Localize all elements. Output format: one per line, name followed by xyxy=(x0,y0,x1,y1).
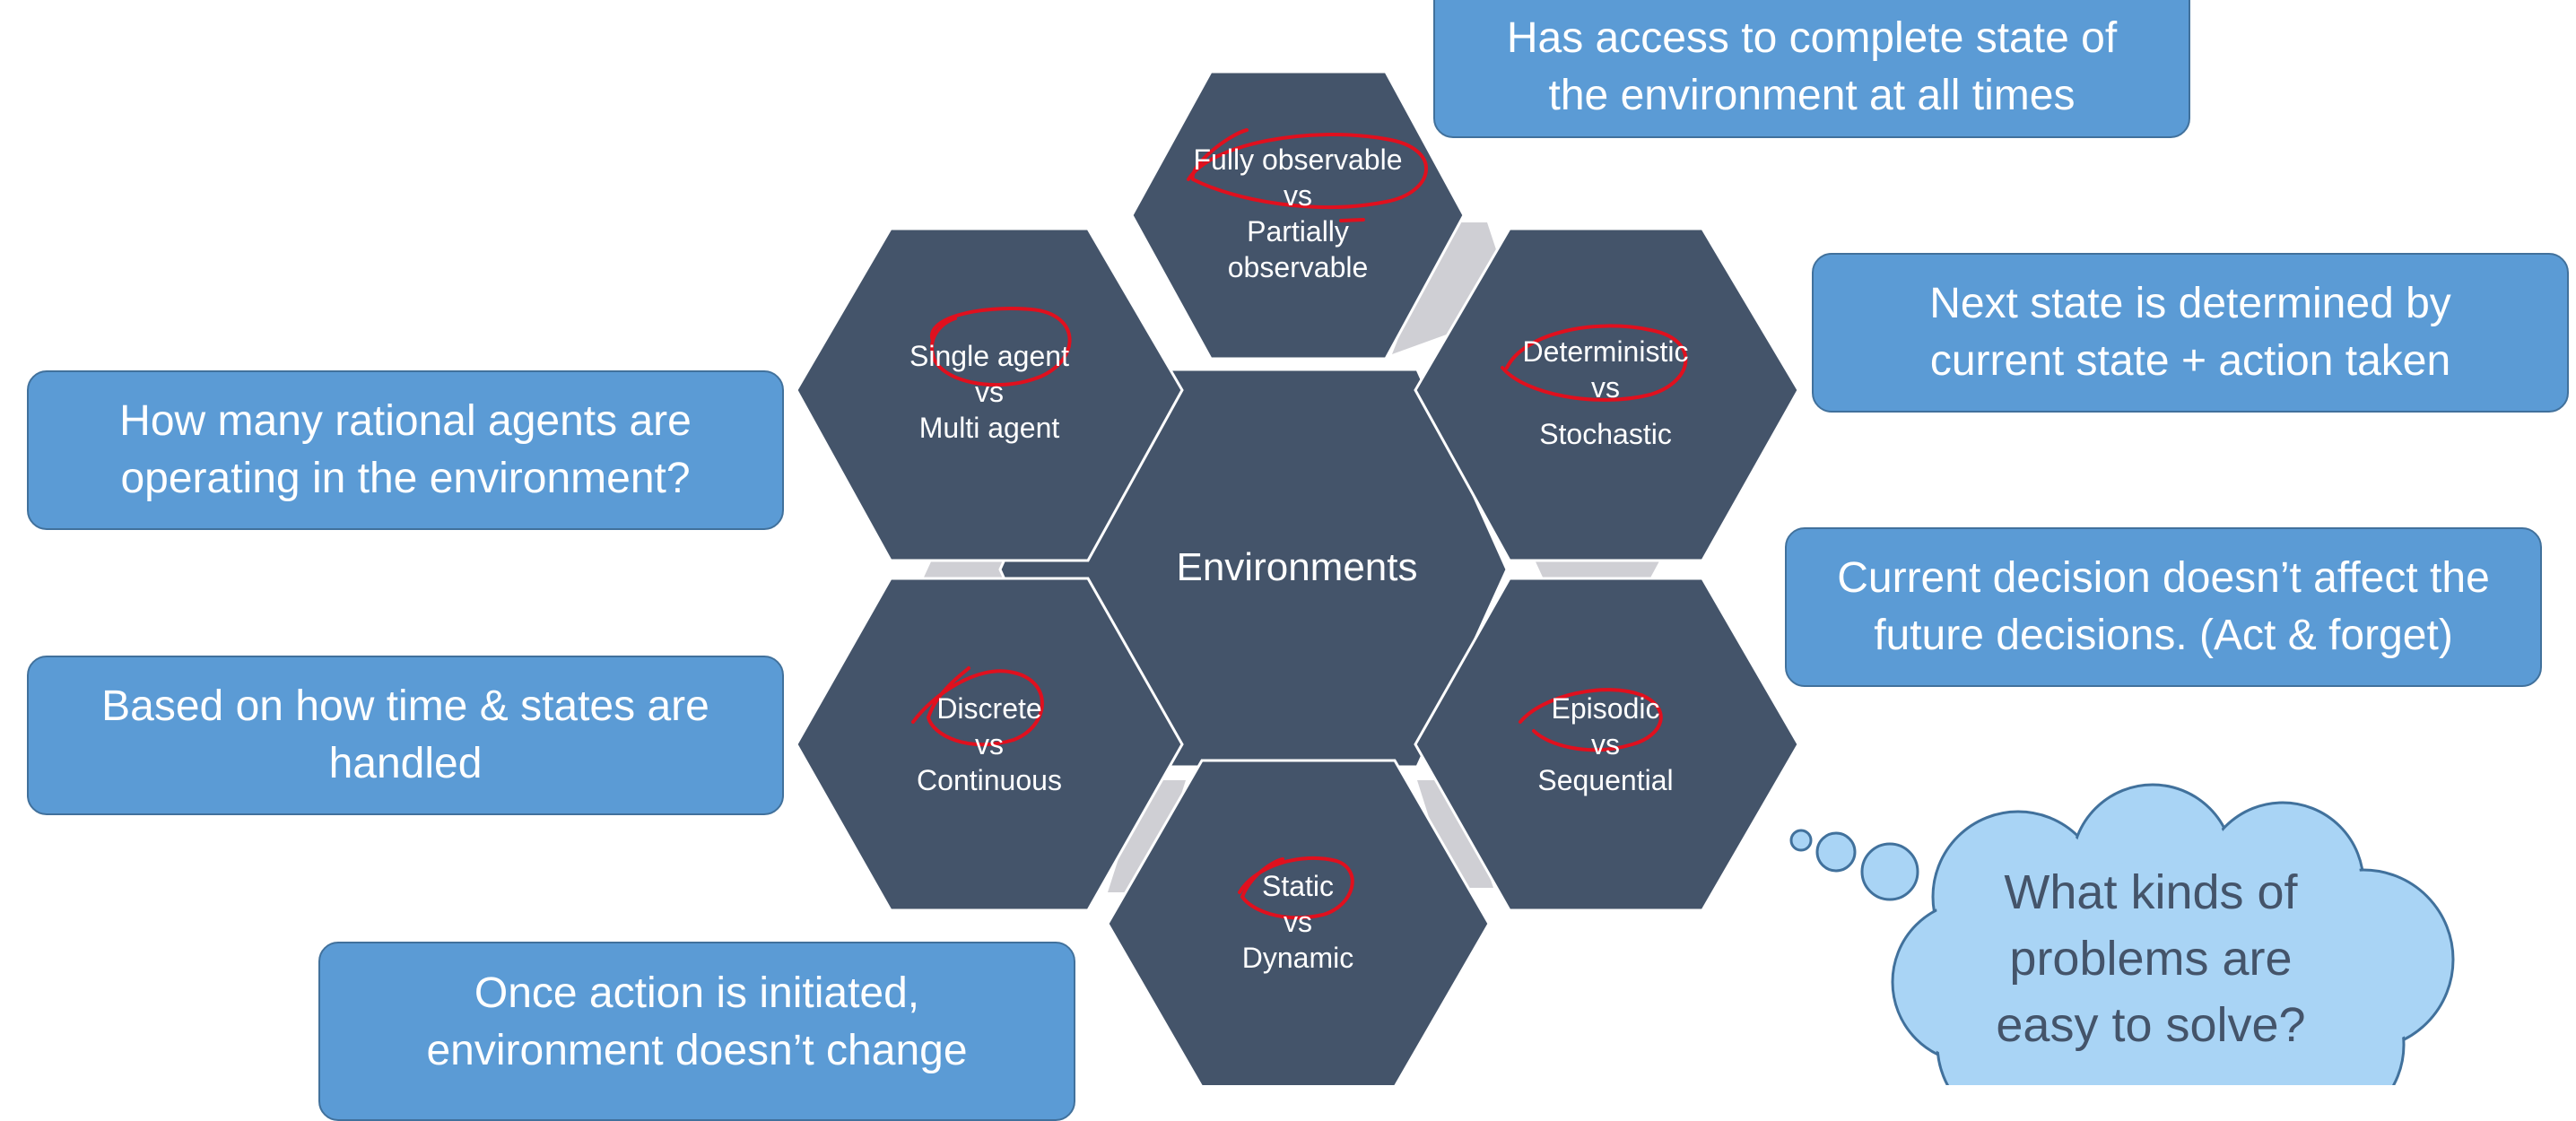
hexagon-upper-right xyxy=(1414,227,1800,562)
annotation-circle-fully-observable xyxy=(1187,128,1428,209)
hex-lower-right-line1: Episodic xyxy=(1551,692,1660,725)
hex-lower-right-line3: Sequential xyxy=(1537,764,1674,796)
hex-bottom-line2: vs xyxy=(1284,906,1312,938)
callout-static: Once action is initiated, environment do… xyxy=(318,942,1075,1121)
cloud-fill-core xyxy=(1955,861,2368,1076)
callout-agents-line1: How many rational agents are xyxy=(119,397,692,445)
cloud-fill xyxy=(1895,787,2450,1085)
hex-top-line1: Fully observable xyxy=(1193,143,1403,176)
callout-deterministic: Next state is determined by current stat… xyxy=(1812,253,2569,413)
callout-episodic: Current decision doesn’t affect the futu… xyxy=(1785,527,2542,687)
callout-observable-line1: Has access to complete state of xyxy=(1506,14,2118,62)
hexagon-label-lower-right: Episodic vs Sequential xyxy=(1444,691,1767,798)
hex-lower-left-line2: vs xyxy=(975,728,1004,760)
annotation-circle-single-agent xyxy=(929,307,1072,387)
hex-top-line3: Partially xyxy=(1247,215,1349,248)
hex-bottom-line3: Dynamic xyxy=(1241,942,1354,974)
annotation-circle-static xyxy=(1238,856,1354,920)
hex-upper-right-line3: Stochastic xyxy=(1539,418,1672,450)
annotation-circle-episodic xyxy=(1519,688,1663,752)
callout-static-line2: environment doesn’t change xyxy=(426,1027,968,1074)
hex-upper-right-line2: vs xyxy=(1591,371,1620,404)
hexagon-label-bottom: Static vs Dynamic xyxy=(1136,868,1459,976)
connector-bottom-right xyxy=(1417,780,1493,888)
hexagons xyxy=(795,70,1800,1085)
hexagon-label-upper-right: Deterministic vs Stochastic xyxy=(1444,334,1767,452)
callout-deterministic-line1: Next state is determined by xyxy=(1929,280,2451,327)
hex-bottom-line1: Static xyxy=(1261,870,1335,902)
callout-observable: Has access to complete state of the envi… xyxy=(1433,0,2190,138)
red-annotations xyxy=(911,128,1688,920)
callout-agents: How many rational agents are operating i… xyxy=(27,370,784,530)
connectors xyxy=(922,222,1661,892)
diagram-canvas: Environments Fully observable vs Partial… xyxy=(27,0,2569,1121)
hexagon-top xyxy=(1130,70,1466,361)
connector-right xyxy=(1534,558,1661,581)
hex-upper-left-line2: vs xyxy=(975,376,1004,408)
callout-observable-line2: the environment at all times xyxy=(1548,72,2076,119)
hexagon-upper-left xyxy=(795,227,1184,562)
callout-discrete-line1: Based on how time & states are xyxy=(101,682,709,730)
callout-episodic-line1: Current decision doesn’t affect the xyxy=(1837,554,2490,602)
hex-upper-right-line1: Deterministic xyxy=(1522,335,1689,368)
thought-cloud xyxy=(1789,783,2455,1085)
thought-line1: What kinds of xyxy=(2004,865,2298,919)
diagram-graphics xyxy=(795,70,2455,1085)
annotation-circle-deterministic xyxy=(1501,324,1688,402)
hex-upper-left-line3: Multi agent xyxy=(918,412,1060,444)
callout-discrete-line2: handled xyxy=(328,740,483,787)
callout-deterministic-line2: current state + action taken xyxy=(1929,337,2451,385)
annotation-tick-fully-observable xyxy=(1339,218,1365,222)
hexagon-lower-right xyxy=(1414,577,1800,912)
hexagon-bottom xyxy=(1106,759,1491,1085)
thought-cloud-text: What kinds of problems are easy to solve… xyxy=(1945,859,2357,1058)
thought-bubble-medium xyxy=(1815,831,1857,873)
callout-agents-line2: operating in the environment? xyxy=(120,455,691,502)
hex-lower-left-line3: Continuous xyxy=(917,764,1062,796)
callout-episodic-line2: future decisions. (Act & forget) xyxy=(1874,612,2453,659)
hex-top-line4: observable xyxy=(1227,251,1369,283)
hexagon-label-lower-left: Discrete vs Continuous xyxy=(828,691,1151,798)
connector-top-right xyxy=(1392,222,1516,354)
annotation-circle-discrete xyxy=(911,666,1044,747)
thought-bubble-small xyxy=(1789,829,1813,852)
callout-static-line1: Once action is initiated, xyxy=(474,969,920,1017)
connector-bottom-left xyxy=(1108,780,1186,892)
thought-line3: easy to solve? xyxy=(1996,998,2306,1052)
callout-discrete: Based on how time & states are handled xyxy=(27,656,784,815)
thought-line2: problems are xyxy=(2009,932,2293,986)
hex-upper-left-line1: Single agent xyxy=(909,340,1069,372)
center-label: Environments xyxy=(1176,545,1418,589)
thought-bubble-large xyxy=(1860,842,1919,901)
hex-top-line2: vs xyxy=(1284,179,1312,212)
hexagon-label-upper-left: Single agent vs Multi agent xyxy=(828,338,1151,446)
hexagon-label-top: Fully observable vs Partially observable xyxy=(1136,142,1459,285)
hex-lower-left-line1: Discrete xyxy=(936,692,1042,725)
hex-lower-right-line2: vs xyxy=(1591,728,1620,760)
